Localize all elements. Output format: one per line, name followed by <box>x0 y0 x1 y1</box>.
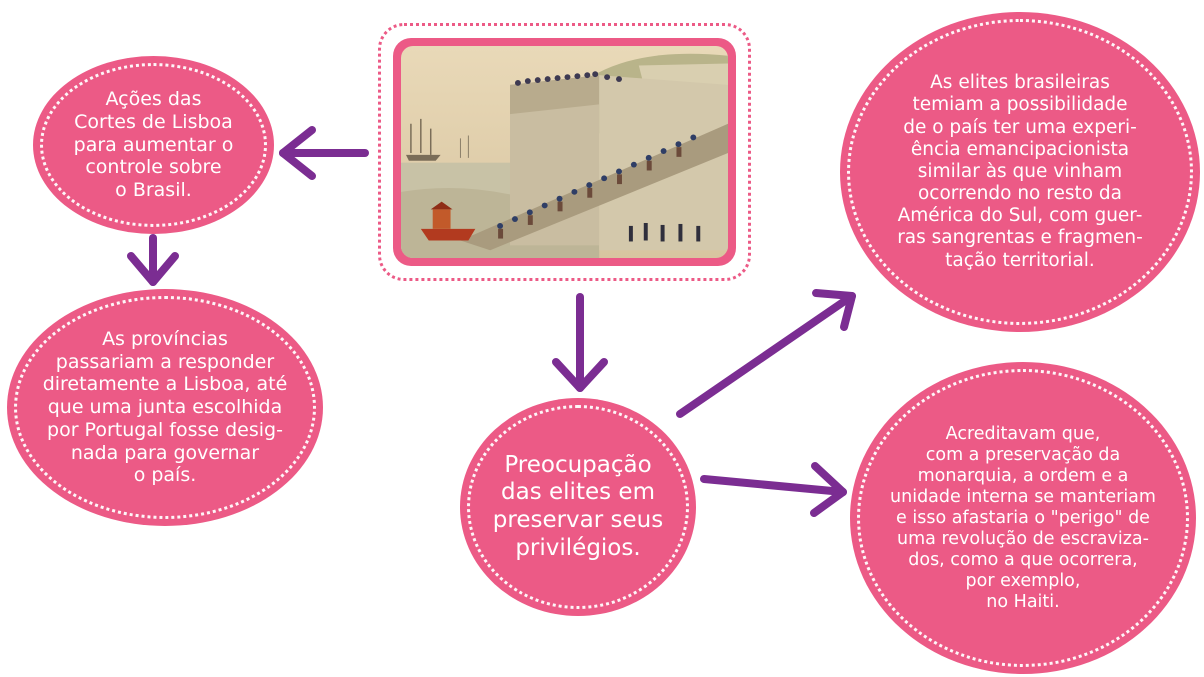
node-acoes: Ações das Cortes de Lisboa para aumentar… <box>33 56 274 234</box>
node-elites: As elites brasileiras temiam a possibili… <box>840 12 1200 332</box>
arrow-to-acoes <box>279 126 369 180</box>
historical-painting <box>393 38 736 266</box>
node-provincias: As províncias passariam a responder dire… <box>7 289 323 526</box>
painting-harbor-scene <box>401 46 728 258</box>
arrow-painting-to-preocupacao <box>552 293 608 392</box>
arrow-acoes-to-provincias <box>127 234 179 286</box>
node-preocupacao-text: Preocupação das elites em preservar seus… <box>492 451 664 561</box>
node-acreditavam-text: Acreditavam que, com a preservação da mo… <box>890 423 1156 612</box>
node-preocupacao: Preocupação das elites em preservar seus… <box>460 398 696 616</box>
node-elites-text: As elites brasileiras temiam a possibili… <box>897 72 1143 271</box>
node-provincias-text: As províncias passariam a responder dire… <box>42 327 288 487</box>
arrow-preocupacao-to-acreditavam <box>700 462 847 517</box>
historical-painting-frame <box>378 23 751 281</box>
node-acoes-text: Ações das Cortes de Lisboa para aumentar… <box>73 88 234 202</box>
arrow-preocupacao-to-elites <box>676 289 856 418</box>
node-acreditavam: Acreditavam que, com a preservação da mo… <box>850 362 1196 674</box>
